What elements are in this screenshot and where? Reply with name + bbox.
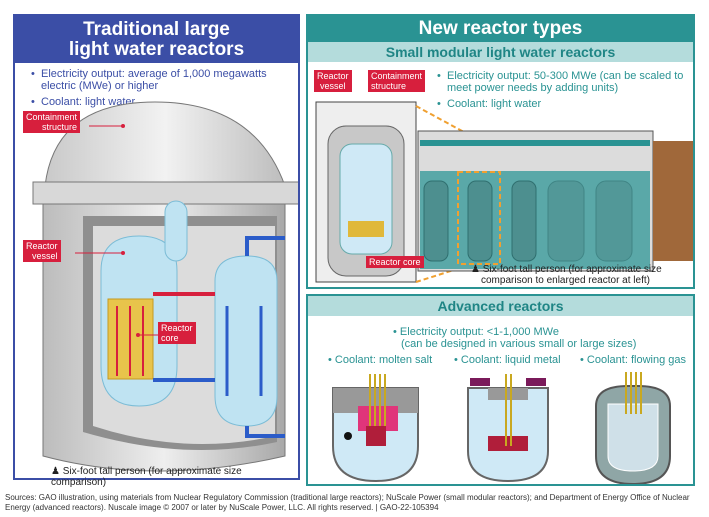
core-heat-arrows <box>116 306 144 376</box>
traditional-output-bullet: Electricity output: average of 1,000 meg… <box>29 68 299 92</box>
crane-rail <box>420 140 650 146</box>
person-icon: ♟ <box>471 264 480 275</box>
smr-coolant-bullet: Coolant: light water <box>435 98 695 110</box>
traditional-coolant-bullet: Coolant: light water <box>29 96 299 108</box>
advanced-reactors-panel: Advanced reactors • Electricity output: … <box>306 294 695 486</box>
molten-salt-reactor <box>332 374 419 483</box>
containment-leader-dot <box>121 124 125 128</box>
adjacent-building <box>653 141 693 261</box>
smr-modules <box>423 180 633 262</box>
coolant-flowing-gas: • Coolant: flowing gas <box>580 354 686 366</box>
traditional-bullets: Electricity output: average of 1,000 meg… <box>29 68 299 112</box>
core-leader-dot <box>136 333 140 337</box>
vessel-leader-dot <box>121 251 125 255</box>
steam-line-arrow <box>245 236 285 256</box>
advanced-reactor-illustrations <box>332 372 671 484</box>
containment-ring <box>32 181 298 205</box>
flowing-gas-reactor <box>595 372 671 484</box>
smr-reactor-core <box>348 221 384 237</box>
advanced-subtitle: Advanced reactors <box>308 296 693 316</box>
sources-note: Sources: GAO illustration, using materia… <box>5 493 690 512</box>
coolant-liquid-metal: • Coolant: liquid metal <box>454 354 561 366</box>
pressurizer <box>164 200 188 262</box>
advanced-output-bullet: • Electricity output: <1-1,000 MWe (can … <box>393 326 637 350</box>
smr-illustration <box>315 101 693 283</box>
person-icon: ♟ <box>51 466 60 477</box>
traditional-reactor-panel: Traditional large light water reactors E… <box>13 14 300 488</box>
containment-dome <box>44 101 286 187</box>
feedwater-arrow <box>245 426 285 438</box>
new-reactor-types-title: New reactor types <box>308 16 693 42</box>
smr-core-label: Reactor core <box>366 256 424 268</box>
smr-vessel-label: Reactor vessel <box>314 70 352 92</box>
reactor-core-label: Reactor core <box>158 322 196 344</box>
smr-person-note: ♟ Six-foot tall person (for approximate … <box>471 264 662 286</box>
zoom-highlight-box <box>457 171 501 265</box>
steam-generator <box>214 255 278 427</box>
coolant-molten-salt: • Coolant: molten salt <box>328 354 433 366</box>
new-reactor-types-panel: New reactor types Small modular light wa… <box>306 14 695 289</box>
reactor-vessel-label: Reactor vessel <box>23 240 61 262</box>
traditional-person-note: ♟ Six-foot tall person (for approximate … <box>51 466 242 488</box>
traditional-panel-title: Traditional large light water reactors <box>15 16 298 63</box>
smr-output-bullet: Electricity output: 50-300 MWe (can be s… <box>435 70 695 94</box>
coolant-flow-arrows <box>225 306 263 396</box>
smr-containment-label: Containment structure <box>368 70 426 92</box>
liquid-metal-reactor <box>467 374 549 483</box>
smr-reactor-vessel <box>339 143 393 255</box>
containment-label: Containment structure <box>23 111 81 133</box>
smr-bullets: Electricity output: 50-300 MWe (can be s… <box>435 70 695 114</box>
smr-subtitle: Small modular light water reactors <box>308 42 693 62</box>
